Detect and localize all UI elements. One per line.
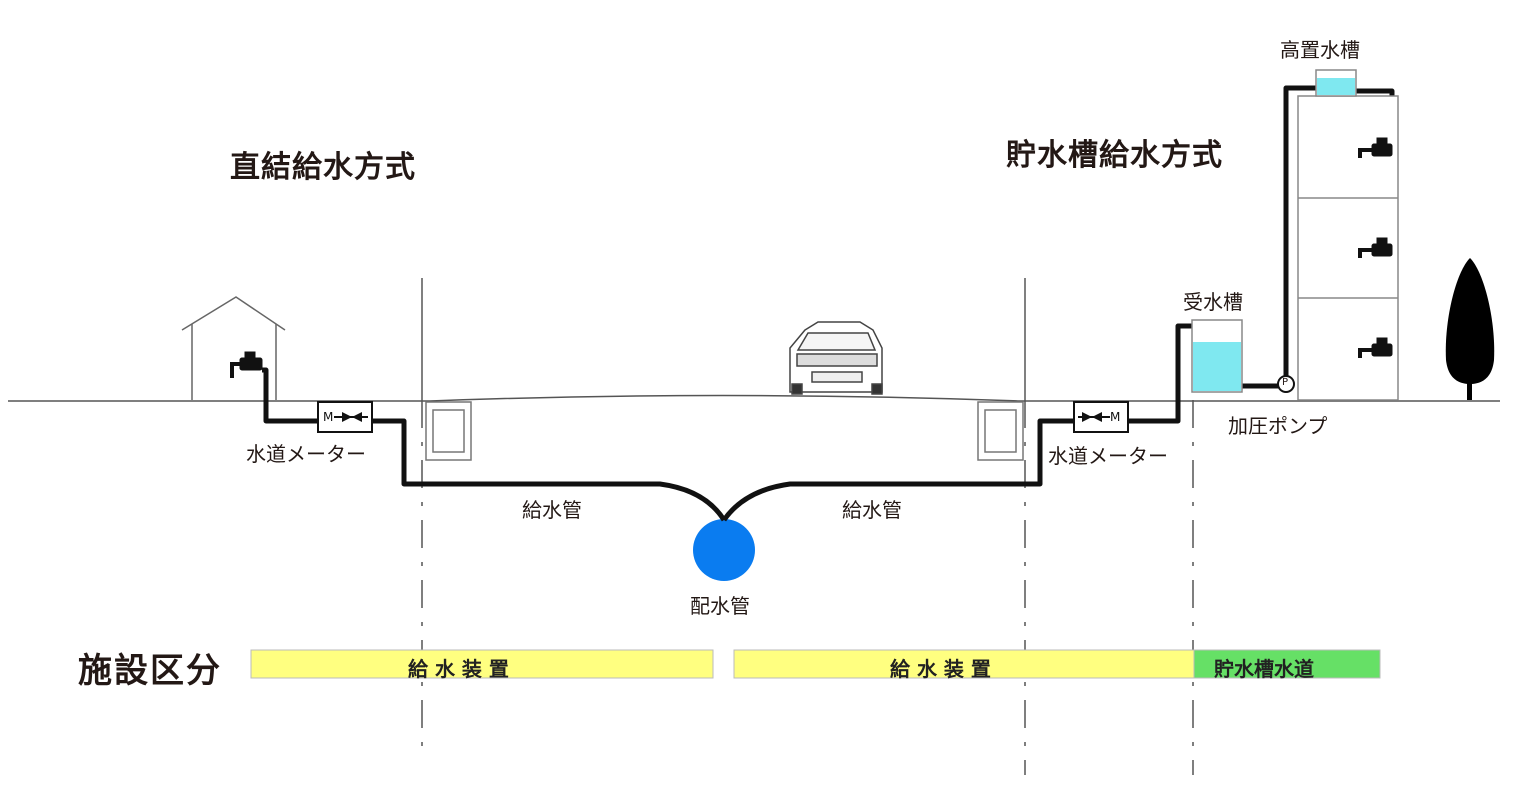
boundary-lines xyxy=(421,278,1194,775)
distribution-main-pipe xyxy=(693,519,755,581)
water-meter-left: M xyxy=(317,401,373,433)
faucet-icon xyxy=(1358,137,1393,158)
label-meter-left: 水道メーター xyxy=(246,442,366,466)
facility-bar-tank xyxy=(1193,649,1381,679)
label-pump: 加圧ポンプ xyxy=(1228,414,1328,438)
pump-symbol-label: P xyxy=(1282,377,1289,388)
label-receiving-tank: 受水槽 xyxy=(1183,290,1243,314)
facility-bar-supply-left xyxy=(250,649,714,679)
svg-text:M: M xyxy=(323,410,333,424)
building-faucets xyxy=(1358,137,1393,358)
label-supply-pipe-right: 給水管 xyxy=(842,498,902,522)
house xyxy=(181,296,286,400)
car-icon xyxy=(789,321,883,395)
facility-label-supply-left: 給 水 装 置 xyxy=(408,657,509,681)
label-supply-pipe-left: 給水管 xyxy=(522,498,582,522)
label-elevated-tank: 高置水槽 xyxy=(1280,38,1360,62)
facility-bars xyxy=(250,649,1381,679)
facility-label-supply-right: 給 水 装 置 xyxy=(890,657,991,681)
svg-text:M: M xyxy=(1110,410,1120,424)
facility-label-tank: 貯水槽水道 xyxy=(1214,657,1314,681)
ground-line xyxy=(8,394,1500,402)
faucet-icon xyxy=(1358,237,1393,258)
tree-icon xyxy=(1445,258,1495,400)
label-distribution-pipe: 配水管 xyxy=(690,594,750,618)
water-meter-right: M xyxy=(1073,401,1129,433)
curb-boxes xyxy=(425,401,1024,461)
title-tank-supply: 貯水槽給水方式 xyxy=(1006,138,1223,173)
label-meter-right: 水道メーター xyxy=(1048,444,1168,468)
faucet-icon xyxy=(1358,337,1393,358)
title-direct-supply: 直結給水方式 xyxy=(230,150,416,185)
pump-icon xyxy=(1277,375,1295,393)
receiving-tank xyxy=(1191,319,1243,393)
elevated-tank xyxy=(1315,69,1357,97)
facility-heading: 施設区分 xyxy=(78,651,222,691)
faucet-icon xyxy=(230,351,263,378)
